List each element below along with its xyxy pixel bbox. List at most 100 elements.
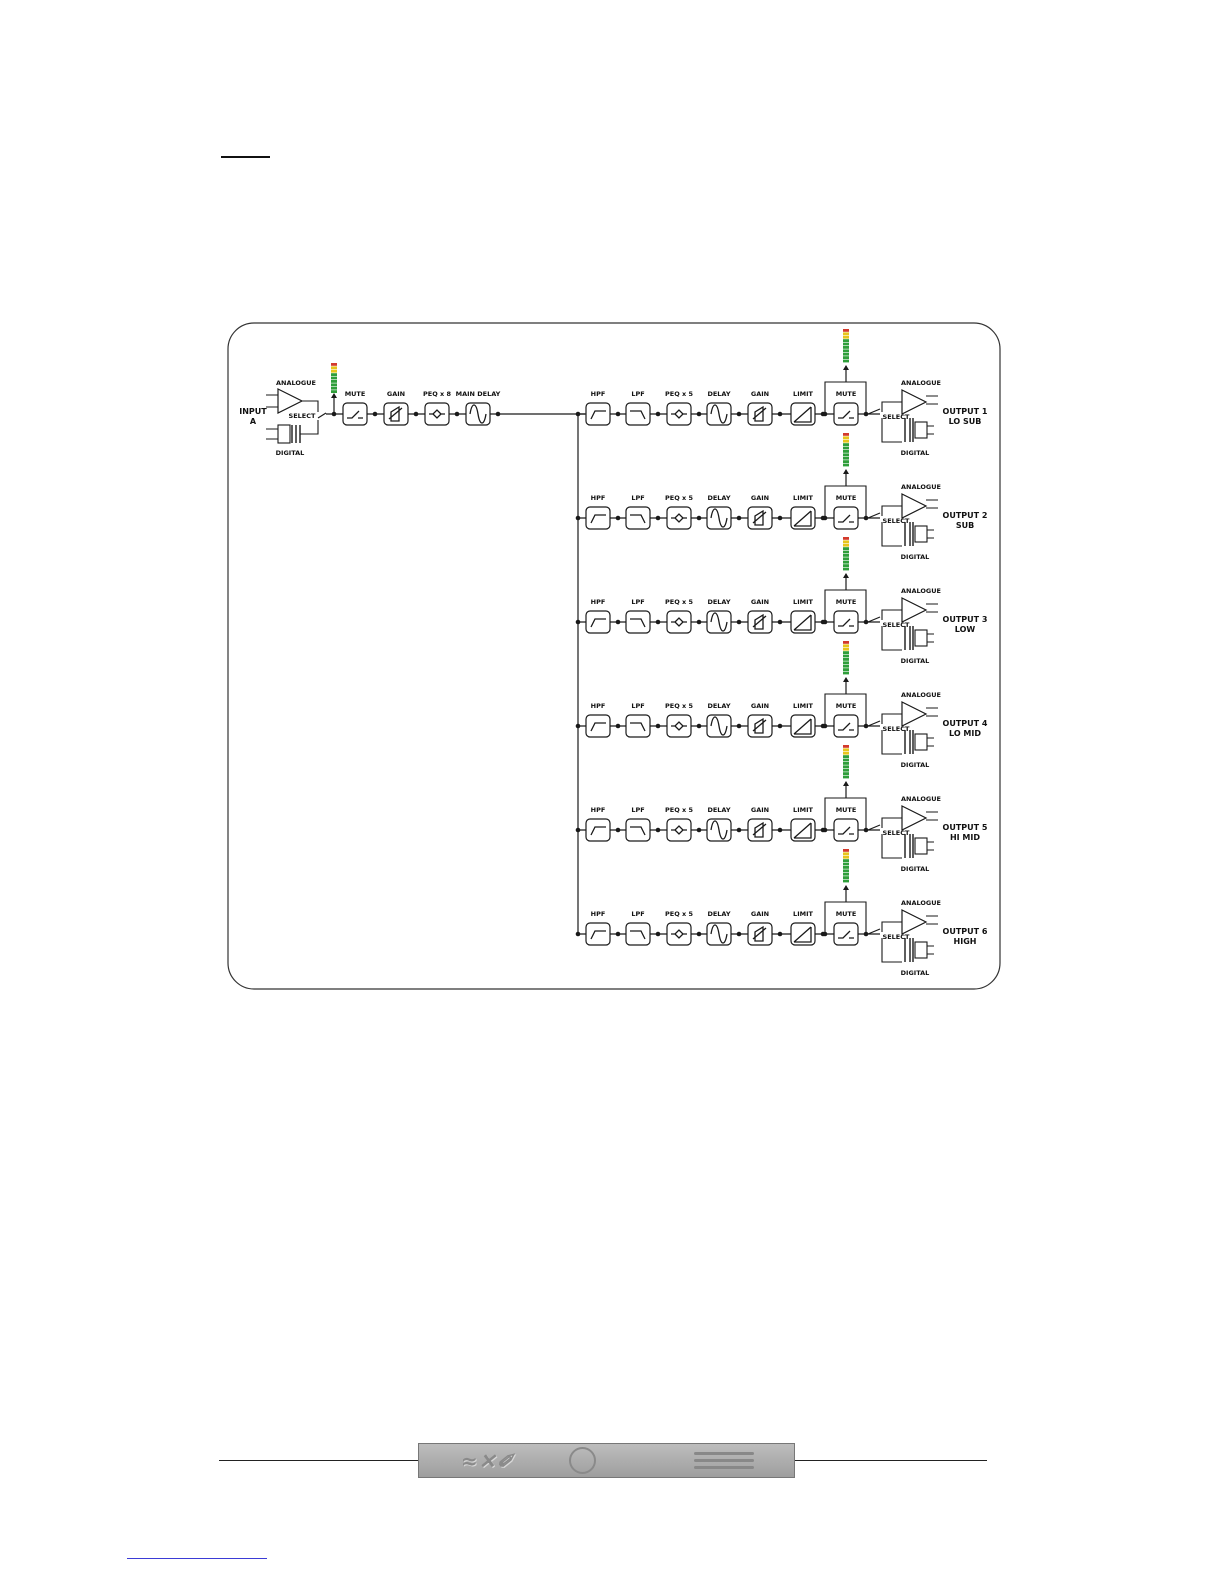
junction-dot [777,931,783,937]
junction-dot [777,619,783,625]
output3-connector-icon [904,626,914,650]
output4-connector-pin-icon [927,737,934,747]
meter-segment [843,436,849,440]
junction-dot [696,931,702,937]
junction-dot [736,931,742,937]
output5-mute-block-label: MUTE [836,806,857,814]
output4-gain-block-label: GAIN [751,702,769,710]
meter-segment [843,554,849,557]
output3-peq-block-box [666,610,692,634]
meter-segment [843,460,849,463]
output-select-label: SELECT [883,933,910,941]
output3-amp-icon [901,597,928,623]
signal-line [881,522,902,547]
output2-peq-block-label: PEQ x 5 [665,494,693,502]
meter-segment [843,439,849,443]
meter-segment [843,671,849,675]
output5-connector-icon [904,834,914,858]
gain-icon [752,405,767,422]
input-connector-pin-icon [266,428,278,440]
output4-connector-icon [904,730,914,754]
arrow-icon [843,469,849,474]
delay-icon [710,612,728,632]
limit-icon [793,614,812,631]
arrow-icon [331,393,337,398]
output6-mute-block-label: MUTE [836,910,857,918]
junction-dot [615,931,621,937]
junction-dot [655,931,661,937]
meter-segment [843,537,849,540]
output-analogue-label: ANALOGUE [901,795,941,803]
signal-line [881,505,902,516]
output2-amp-icon [901,493,928,519]
junction-dot [777,827,783,833]
output2-gain-block-label: GAIN [751,494,769,502]
output4-peq-block-box [666,714,692,738]
output3-peq-block-label: PEQ x 5 [665,598,693,606]
output1-connector-icon [904,418,914,442]
output3-gain-block-box [747,610,773,634]
meter-segment [843,872,849,876]
peq-icon [671,929,687,939]
arrow-icon [843,365,849,370]
output4-hpf-block-label: HPF [591,702,606,710]
gain-icon [752,613,767,630]
output6-delay-block-label: DELAY [707,910,730,918]
output6-mute-block-box [833,922,859,946]
output6-amp-icon [901,909,928,935]
meter-segment [843,339,849,342]
meter-segment [843,869,849,873]
junction-dot [777,515,783,521]
output5-lpf-block-label: LPF [631,806,644,814]
junction-dot [696,619,702,625]
limit-icon [793,822,812,839]
meter-segment [331,383,337,387]
output4-peq-block-label: PEQ x 5 [665,702,693,710]
output-title: OUTPUT 6 [943,927,988,936]
signal-line [881,401,902,412]
gain-icon [752,509,767,526]
output5-lpf-block-box [625,818,651,842]
delay-icon [710,404,728,424]
peq-icon [671,617,687,627]
meter-segment [331,363,337,366]
junction-dot [454,411,460,417]
output3-mute-block-label: MUTE [836,598,857,606]
output1-connector-pin-icon [927,425,934,435]
lpf-icon [630,930,646,940]
input-connector-icon [291,425,301,443]
output4-mute-block-label: MUTE [836,702,857,710]
gain-icon [752,925,767,942]
limit-icon [793,926,812,943]
select-switch-icon [867,720,881,727]
output6-lpf-block-box [625,922,651,946]
output1-mute-block-box [833,402,859,426]
output1-hpf-block-box [585,402,611,426]
output-select-label: SELECT [883,829,910,837]
mute-icon [838,410,854,419]
output6-gain-block-label: GAIN [751,910,769,918]
output1-amp-icon [901,389,928,415]
hpf-icon [590,514,606,524]
output2-mute-block-box [833,506,859,530]
arrow-icon [843,885,849,890]
lpf-icon [630,410,646,420]
output4-mute-block-box [833,714,859,738]
mute-icon [838,618,854,627]
delay-icon [710,924,728,944]
hpf-icon [590,722,606,732]
meter-segment [843,745,849,748]
junction-dot [777,411,783,417]
input-peq-block-box [424,402,450,426]
output2-limit-block-label: LIMIT [793,494,813,502]
input-peq-block-label: PEQ x 8 [423,390,451,398]
output1-limit-block-label: LIMIT [793,390,813,398]
input-title-sub: A [250,417,257,426]
output4-limit-block-label: LIMIT [793,702,813,710]
output6-peq-block-label: PEQ x 5 [665,910,693,918]
peq-icon [671,409,687,419]
output2-hpf-block-label: HPF [591,494,606,502]
junction-dot [615,411,621,417]
meter-segment [843,349,849,353]
output6-connector-body-icon [914,941,928,959]
